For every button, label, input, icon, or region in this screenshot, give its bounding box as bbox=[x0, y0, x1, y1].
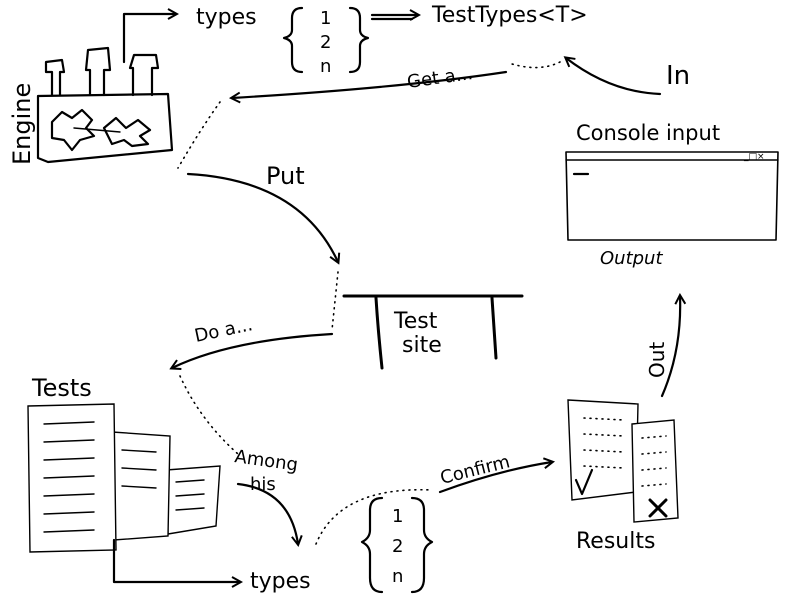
among-label: Among bbox=[233, 446, 299, 476]
bottom-right-brace bbox=[410, 496, 434, 594]
top-types-label: types bbox=[196, 5, 257, 30]
engine-to-types-arrow bbox=[122, 14, 176, 64]
in-label: In bbox=[666, 61, 690, 91]
window-controls: _□× bbox=[743, 152, 765, 162]
top-left-brace bbox=[282, 6, 304, 74]
results-documents bbox=[567, 399, 679, 523]
cross-icon bbox=[648, 498, 668, 518]
bottom-type-list: 1 2 n bbox=[392, 506, 403, 587]
output-label: Output bbox=[600, 248, 663, 269]
in-arrow bbox=[566, 58, 662, 96]
tests-label: Tests bbox=[31, 374, 92, 402]
bottom-type-item: 1 bbox=[392, 506, 403, 527]
engine-label: Engine bbox=[8, 83, 36, 165]
top-type-list: 1 2 n bbox=[320, 8, 331, 77]
tests-to-types-arrow bbox=[112, 538, 240, 582]
top-right-brace bbox=[348, 6, 370, 74]
do-label: Do a... bbox=[193, 314, 255, 347]
do-arrow bbox=[172, 332, 334, 368]
top-type-item: 2 bbox=[320, 32, 331, 53]
confirm-arrow bbox=[438, 462, 552, 494]
put-arrow bbox=[186, 172, 338, 262]
console-title: Console input bbox=[576, 121, 720, 145]
put-label: Put bbox=[266, 162, 305, 190]
engine-block bbox=[36, 46, 174, 164]
get-arrow bbox=[232, 70, 508, 98]
bottom-type-item: 2 bbox=[392, 536, 403, 557]
checkmark-icon bbox=[574, 468, 594, 496]
among-his-arrow bbox=[236, 482, 298, 544]
test-site-line2: site bbox=[402, 333, 442, 358]
out-label: Out bbox=[645, 342, 669, 378]
tests-documents bbox=[27, 403, 221, 553]
console-window: Console input _□× Output bbox=[565, 121, 779, 269]
confirm-label: Confirm bbox=[438, 451, 512, 489]
bottom-left-brace bbox=[360, 496, 384, 594]
top-type-item: n bbox=[320, 56, 331, 77]
testtypes-label: TestTypes<T> bbox=[431, 3, 588, 28]
bottom-type-item: n bbox=[392, 566, 403, 587]
out-arrow bbox=[660, 296, 680, 398]
his-label: his bbox=[250, 474, 276, 495]
test-site-line1: Test bbox=[393, 309, 438, 334]
top-type-item: 1 bbox=[320, 8, 331, 29]
test-site: Test site bbox=[342, 294, 524, 370]
results-label: Results bbox=[576, 529, 655, 554]
bottom-types-label: types bbox=[250, 569, 311, 594]
